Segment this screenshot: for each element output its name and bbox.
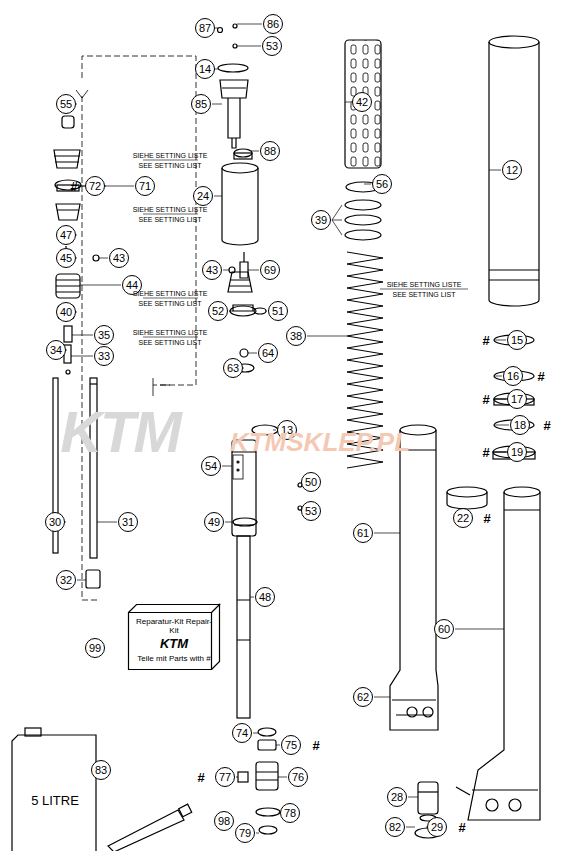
kit-mark: # <box>482 446 489 459</box>
callout-number: 45 <box>56 248 76 268</box>
kit-text: Reparatur-Kit Repair-Kit <box>132 617 216 635</box>
callout-number: 32 <box>56 570 76 590</box>
callout-number: 17 <box>507 389 527 409</box>
kit-text: Teile mit Parts with # <box>132 654 216 663</box>
callout-number: 38 <box>286 326 306 346</box>
callout-number: 63 <box>223 358 243 378</box>
callout-number: 42 <box>352 92 372 112</box>
callout-number: 16 <box>503 366 523 386</box>
kit-mark: # <box>483 512 490 525</box>
callout-number: 64 <box>258 343 278 363</box>
repair-kit-box: Reparatur-Kit Repair-KitKTM Teile mit Par… <box>128 612 220 669</box>
brand-logo: KTM <box>132 637 216 652</box>
callout-number: 51 <box>268 301 288 321</box>
callout-number: 24 <box>193 186 213 206</box>
callout-number: 88 <box>260 141 280 161</box>
kit-mark: # <box>458 821 465 834</box>
callout-number: 71 <box>135 176 155 196</box>
setting-note: SEE SETTING LIST <box>138 216 201 223</box>
callout-number: 29 <box>427 817 447 837</box>
callout-number: 52 <box>208 301 228 321</box>
setting-note: SIEHE SETTING LISTE <box>387 281 462 288</box>
callout-number: 14 <box>195 59 215 79</box>
callout-number: 85 <box>191 94 211 114</box>
kit-mark: # <box>70 180 77 193</box>
callout-number: 34 <box>46 340 66 360</box>
callout-number: 75 <box>281 735 301 755</box>
setting-note: SEE SETTING LIST <box>392 291 455 298</box>
callout-number: 47 <box>56 225 76 245</box>
kit-mark: # <box>543 419 550 432</box>
callout-number: 98 <box>214 811 234 831</box>
callout-number: 12 <box>502 160 522 180</box>
callout-number: 55 <box>56 94 76 114</box>
callout-number: 18 <box>510 415 530 435</box>
watermark: KTM <box>60 403 180 461</box>
setting-note: SEE SETTING LIST <box>138 162 201 169</box>
callout-number: 62 <box>353 687 373 707</box>
kit-mark: # <box>482 393 489 406</box>
kit-mark: # <box>537 370 544 383</box>
callout-number: 40 <box>56 302 76 322</box>
setting-note: SIEHE SETTING LISTE <box>133 206 208 213</box>
callout-number: 56 <box>372 174 392 194</box>
callout-number: 69 <box>260 260 280 280</box>
watermark: KTMSKLEP.PL <box>230 429 410 455</box>
callout-number: 77 <box>215 767 235 787</box>
setting-note: SIEHE SETTING LISTE <box>133 290 208 297</box>
callout-number: 86 <box>263 14 283 34</box>
callout-number: 28 <box>387 787 407 807</box>
callout-number: 74 <box>232 723 252 743</box>
callout-number: 79 <box>235 823 255 843</box>
callout-number: 33 <box>94 346 114 366</box>
kit-mark: # <box>197 771 204 784</box>
callout-number: 31 <box>118 512 138 532</box>
callout-number: 43 <box>202 260 222 280</box>
callout-number: 99 <box>85 638 105 658</box>
callout-number: 49 <box>204 512 224 532</box>
callout-number: 43 <box>109 248 129 268</box>
callout-number: 50 <box>301 472 321 492</box>
callout-number: 35 <box>94 325 114 345</box>
setting-note: SIEHE SETTING LISTE <box>133 152 208 159</box>
callout-number: 22 <box>453 508 473 528</box>
oil-volume: 5 LITRE <box>31 794 79 807</box>
kit-mark: # <box>482 334 489 347</box>
callout-number: 87 <box>195 18 215 38</box>
callout-number: 83 <box>91 760 111 780</box>
callout-number: 53 <box>262 36 282 56</box>
callout-number: 15 <box>507 330 527 350</box>
setting-note: SEE SETTING LIST <box>138 300 201 307</box>
callout-number: 76 <box>288 767 308 787</box>
setting-note: SIEHE SETTING LISTE <box>133 329 208 336</box>
callout-number: 39 <box>311 210 331 230</box>
callout-number: 72 <box>85 176 105 196</box>
callout-number: 54 <box>201 456 221 476</box>
callout-number: 61 <box>353 523 373 543</box>
callout-number: 30 <box>45 512 65 532</box>
callout-number: 60 <box>434 619 454 639</box>
callout-number: 53 <box>301 501 321 521</box>
callout-number: 82 <box>385 817 405 837</box>
callout-number: 19 <box>507 442 527 462</box>
kit-mark: # <box>312 739 319 752</box>
callout-number: 48 <box>255 587 275 607</box>
setting-note: SEE SETTING LIST <box>138 339 201 346</box>
callout-number: 78 <box>280 803 300 823</box>
